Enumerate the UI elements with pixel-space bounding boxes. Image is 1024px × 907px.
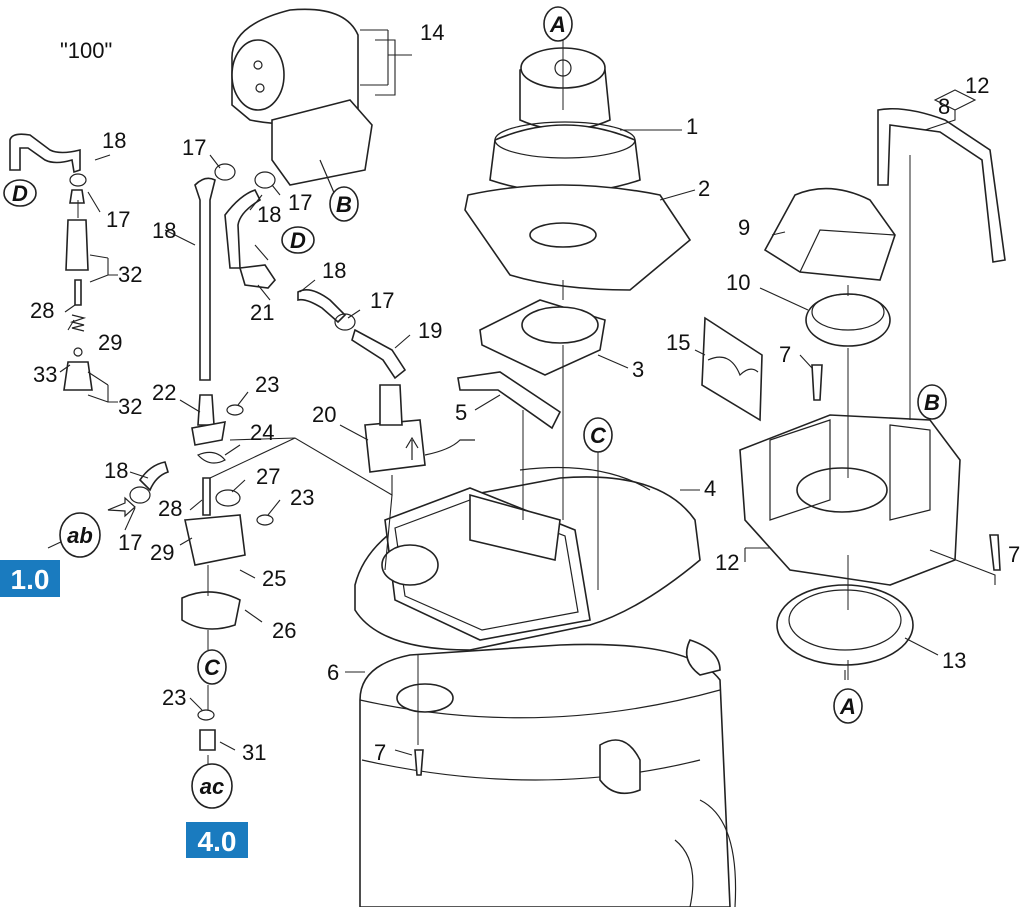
part-number-25: 25 (262, 566, 286, 591)
part-number-26: 26 (272, 618, 296, 643)
valve-cluster (181, 394, 274, 751)
part-number-8: 8 (938, 94, 950, 119)
head-housing (354, 466, 701, 651)
seal-ring-13 (776, 584, 914, 666)
gasket-3 (479, 299, 606, 376)
part-number-17: 17 (182, 135, 206, 160)
part-number-23: 23 (255, 372, 279, 397)
ref-A-top: A (543, 6, 573, 42)
part-numbers: 14 18 17 17 18 18 17 32 21 18 17 28 29 1… (30, 20, 1020, 765)
part-number-1: 1 (686, 114, 698, 139)
svg-text:ac: ac (200, 774, 224, 799)
ref-C-housing: C (583, 417, 613, 453)
svg-text:C: C (204, 655, 221, 680)
handle-8 (877, 107, 1006, 263)
part-number-13: 13 (942, 648, 966, 673)
part-number-3: 3 (632, 357, 644, 382)
svg-text:A: A (839, 694, 856, 719)
leader-lines (47, 29, 996, 756)
part-number-28: 28 (30, 298, 54, 323)
badge-4-0-bg (186, 822, 248, 858)
connector-21 (238, 264, 277, 289)
part-number-15: 15 (666, 330, 690, 355)
ref-A-bottom: A (833, 688, 863, 724)
ref-D-connector: D (281, 226, 315, 254)
part-number-7: 7 (1008, 542, 1020, 567)
svg-text:1.0: 1.0 (11, 564, 50, 595)
part-number-23: 23 (290, 485, 314, 510)
part-number-23: 23 (162, 685, 186, 710)
svg-text:B: B (336, 192, 352, 217)
part-number-9: 9 (738, 215, 750, 240)
svg-text:C: C (590, 423, 607, 448)
part-number-17: 17 (118, 530, 142, 555)
ref-ab: ab (59, 512, 101, 558)
part-number-22: 22 (152, 380, 176, 405)
part-number-33: 33 (33, 362, 57, 387)
part-number-14: 14 (420, 20, 444, 45)
part-number-27: 27 (256, 464, 280, 489)
heater-14 (231, 8, 373, 196)
part-number-18: 18 (257, 202, 281, 227)
part-number-10: 10 (726, 270, 750, 295)
part-number-4: 4 (704, 476, 716, 501)
part-number-21: 21 (250, 300, 274, 325)
hoses-18 (9, 133, 347, 492)
motor (464, 47, 692, 291)
cover-9 (763, 187, 896, 281)
badge-4-0: 4.0 (186, 822, 248, 858)
svg-text:D: D (290, 228, 306, 253)
part-number-18: 18 (104, 458, 128, 483)
part-number-32: 32 (118, 394, 142, 419)
basket-12 (739, 414, 961, 586)
part-number-29: 29 (150, 540, 174, 565)
part-number-17: 17 (370, 288, 394, 313)
svg-text:4.0: 4.0 (198, 826, 237, 857)
part-number-12: 12 (715, 550, 739, 575)
svg-text:D: D (12, 181, 28, 206)
ref-D-hose: D (3, 179, 37, 207)
left-small-parts (63, 189, 93, 391)
ref-C-valve: C (197, 649, 227, 685)
part-number-17: 17 (106, 207, 130, 232)
svg-text:A: A (549, 12, 566, 37)
axis-lines (77, 40, 911, 765)
tank-body (359, 639, 737, 907)
part-number-29: 29 (98, 330, 122, 355)
flow-arrow (107, 496, 136, 518)
ref-B-basket: B (917, 384, 947, 420)
part-number-12: 12 (965, 73, 989, 98)
part-number-6: 6 (327, 660, 339, 685)
part-number-17: 17 (288, 190, 312, 215)
part-number-7: 7 (779, 342, 791, 367)
part-number-18: 18 (102, 128, 126, 153)
model-label: "100" (60, 38, 112, 63)
svg-text:ab: ab (67, 523, 93, 548)
part-number-32: 32 (118, 262, 142, 287)
part-number-24: 24 (250, 420, 274, 445)
part-number-18: 18 (152, 218, 176, 243)
part-number-31: 31 (242, 740, 266, 765)
svg-text:B: B (924, 390, 940, 415)
part-number-7: 7 (374, 740, 386, 765)
ref-ac: ac (191, 763, 233, 809)
label-15 (701, 316, 763, 422)
part-number-5: 5 (455, 400, 467, 425)
badge-1-0-bg (0, 560, 60, 597)
badge-1-0: 1.0 (0, 560, 60, 597)
ref-B-heater: B (329, 186, 359, 222)
ring-10 (805, 293, 891, 347)
clamps-17 (69, 163, 356, 504)
pump-20 (364, 384, 475, 473)
part-number-19: 19 (418, 318, 442, 343)
elbow-19 (351, 328, 407, 380)
part-number-2: 2 (698, 176, 710, 201)
part-number-28: 28 (158, 496, 182, 521)
part-number-18: 18 (322, 258, 346, 283)
screws-7 (414, 364, 1001, 776)
bracket-5 (457, 371, 562, 430)
part-number-20: 20 (312, 402, 336, 427)
